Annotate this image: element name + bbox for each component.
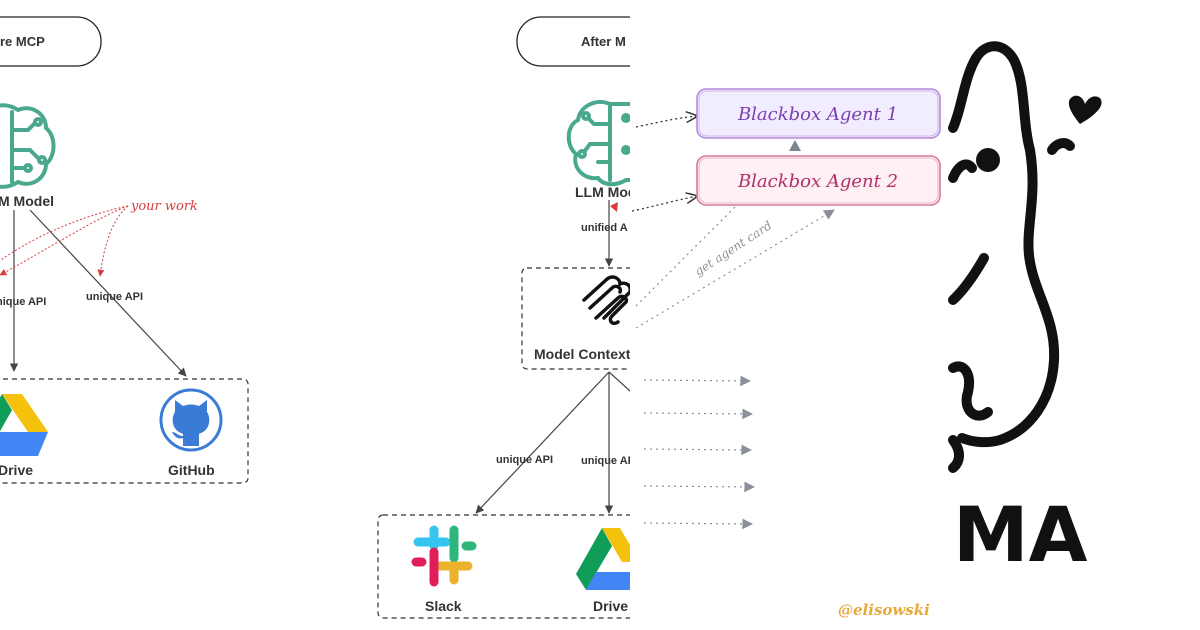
github-icon [159,388,223,452]
credit-label: @elisowski [838,601,930,619]
edge-label-unique-api-slack: unique API [496,454,553,466]
before-mcp-pill [0,16,102,67]
right-panel: MA [948,41,1102,579]
slack-label: Slack [425,598,462,614]
llm-model-label-middle: LLM Mod [575,184,636,200]
llama-eye [976,148,1000,172]
edge-label-unique-api-right: unique API [86,291,143,303]
drive-label-middle: Drive [593,598,628,614]
your-work-annotation: your work [0,199,198,277]
dotted-arrow-4 [643,481,756,493]
drive-label-left: Drive [0,462,33,478]
agent-1-label: Blackbox Agent 1 [737,104,898,125]
left-panel: re MCP M Model nique API unique API your… [0,16,249,484]
edge-label-unique-api-drive: unique AP [581,455,635,467]
agent-link-arrow [789,140,801,151]
your-work-label: your work [130,199,198,214]
dotted-arrow-2 [643,408,754,420]
agent-2-label: Blackbox Agent 2 [737,171,898,192]
llm-brain-icon-middle [566,100,642,187]
edge-label-unique-api-left: nique API [0,296,46,308]
after-mcp-label: After M [581,34,626,49]
slack-icon [411,525,477,587]
agent-1-node[interactable]: Blackbox Agent 1 [696,88,941,139]
before-mcp-label: re MCP [0,34,45,49]
edge-mcp-to-slack [475,371,610,514]
llm-brain-icon [0,103,56,189]
github-label: GitHub [168,462,215,478]
dotted-arrow-5 [643,518,754,530]
link-llm-to-agent1 [635,116,698,128]
llama-icon [948,41,1075,473]
left-services-container [0,378,249,484]
google-drive-icon-left [0,394,48,456]
link-mcp-to-agent2-b [635,209,835,329]
agents-panel: Blackbox Agent 1 Blackbox Agent 2 get ag… [630,0,953,630]
llm-model-label-left: M Model [0,193,54,209]
red-marker-middle [610,202,618,212]
mcp-label: Model Context [534,346,631,362]
mcp-logo-icon [582,275,633,326]
unified-api-label: unified A [581,222,628,234]
link-llm-to-agent2 [631,196,698,212]
edge-llm-to-github [29,209,187,377]
heart-icon [1068,95,1102,124]
agent-2-node[interactable]: Blackbox Agent 2 [696,155,941,206]
big-text-ma: MA [953,490,1088,579]
